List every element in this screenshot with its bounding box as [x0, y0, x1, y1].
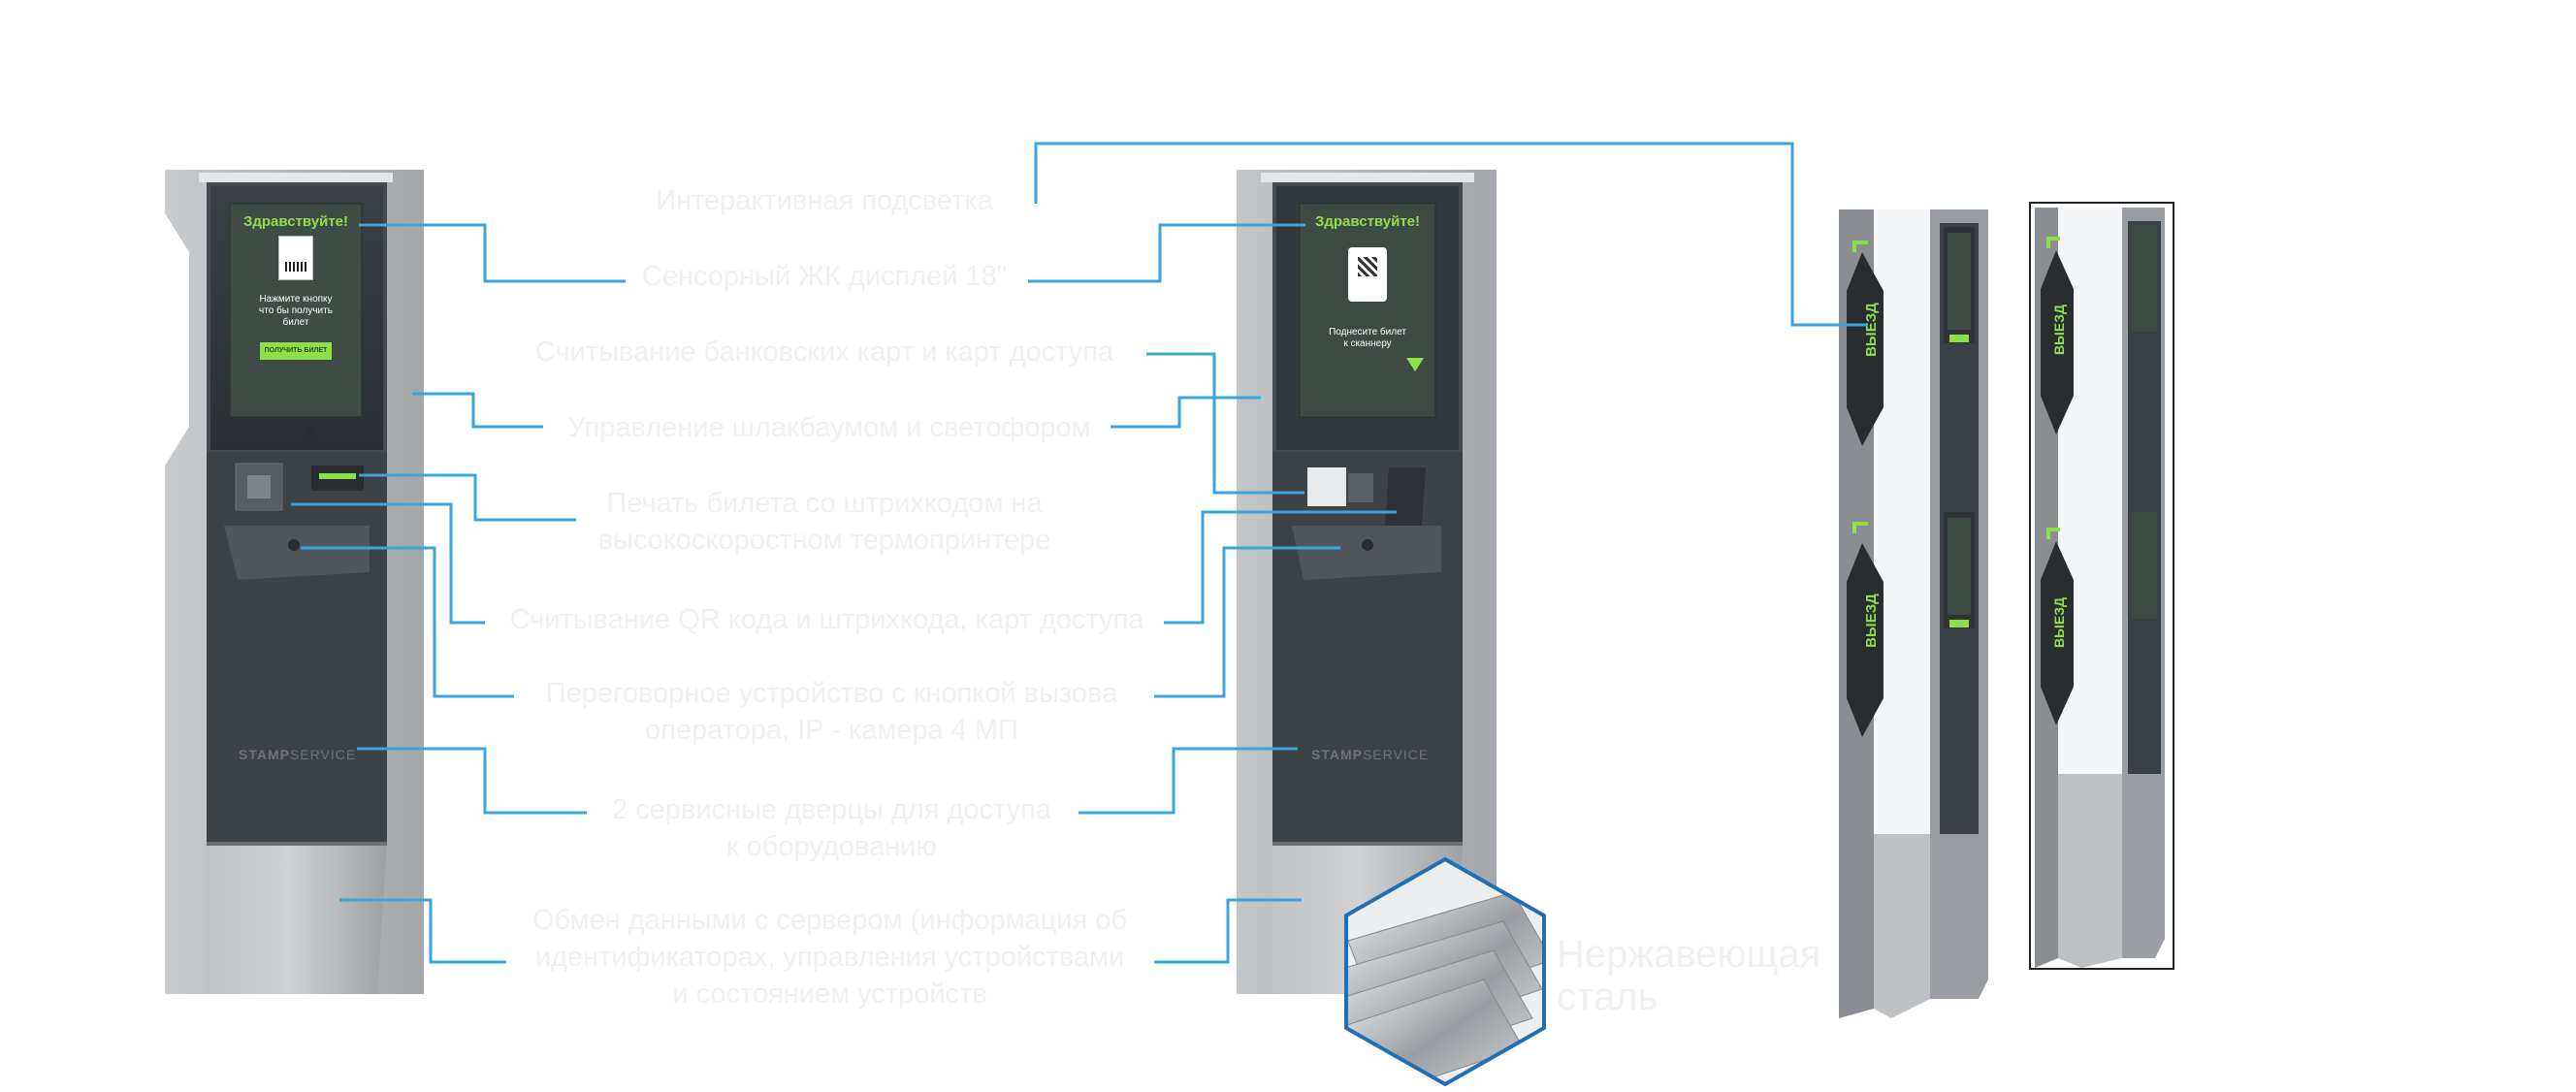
- label-server: Обмен данными с сервером (информация об …: [532, 905, 1127, 1010]
- callout-printer-left: [359, 473, 576, 522]
- label-doors: 2 сервисные дверцы для доступа к оборудо…: [612, 794, 1051, 862]
- hand-with-ticket-icon: [1348, 247, 1387, 302]
- callout-intercom-right: [1154, 546, 1340, 698]
- label-barrier: Управление шлакбаумом и светофором: [567, 412, 1091, 443]
- entry-kiosk: [165, 170, 424, 994]
- entry-instruction: Нажмите кнопку что бы получить билет: [259, 294, 333, 328]
- callout-intercom-left: [301, 546, 514, 698]
- exit-brand: STAMPSERVICE: [1311, 747, 1430, 762]
- callout-server-right: [1154, 898, 1302, 964]
- callout-doors-left: [357, 747, 587, 815]
- callout-display-right: [1028, 223, 1305, 283]
- entry-brand: STAMPSERVICE: [239, 747, 357, 762]
- entry-greeting: Здравствуйте!: [242, 213, 349, 230]
- ticket-icon: [278, 236, 313, 280]
- stainless-steel-sample: [1344, 856, 1546, 1087]
- callout-display-left: [359, 223, 626, 283]
- exit-screen-content: Здравствуйте! Поднесите билет к сканнеру: [1300, 206, 1435, 417]
- callout-doors-right: [1079, 747, 1298, 815]
- callout-server-left: [339, 898, 506, 964]
- exit-instruction: Поднесите билет к сканнеру: [1329, 327, 1406, 349]
- get-ticket-button[interactable]: ПОЛУЧИТЬ БИЛЕТ: [260, 342, 332, 360]
- label-printer: Печать билета со штрихкодом на высокоско…: [597, 488, 1051, 556]
- exit-kiosk: [1237, 170, 1497, 994]
- arrow-down-icon: [1406, 358, 1424, 371]
- entry-screen-content: Здравствуйте! Нажмите кнопку что бы полу…: [230, 206, 362, 417]
- label-qr: Считывание QR кода и штрихкода, карт дос…: [509, 604, 1144, 635]
- side-view-column-right: [2029, 202, 2174, 970]
- callout-backlight: [1034, 142, 1868, 327]
- label-intercom: Переговорное устройство с кнопкой вызова…: [545, 678, 1118, 746]
- label-stainless-steel: Нержавеющая сталь: [1557, 933, 1821, 1018]
- callout-qr-right: [1164, 510, 1397, 625]
- callout-barrier-left: [412, 392, 543, 429]
- exit-greeting: Здравствуйте!: [1314, 213, 1421, 230]
- label-cards: Считывание банковских карт и карт доступ…: [534, 337, 1114, 368]
- label-display: Сенсорный ЖК дисплей 18": [641, 261, 1008, 292]
- callout-cards-right: [1146, 352, 1304, 495]
- side-view-column-left: [1839, 209, 1988, 1018]
- callout-barrier-right: [1111, 396, 1261, 429]
- callout-card-reader-left: [291, 502, 485, 625]
- label-backlight: Интерактивная подсветка: [656, 185, 993, 216]
